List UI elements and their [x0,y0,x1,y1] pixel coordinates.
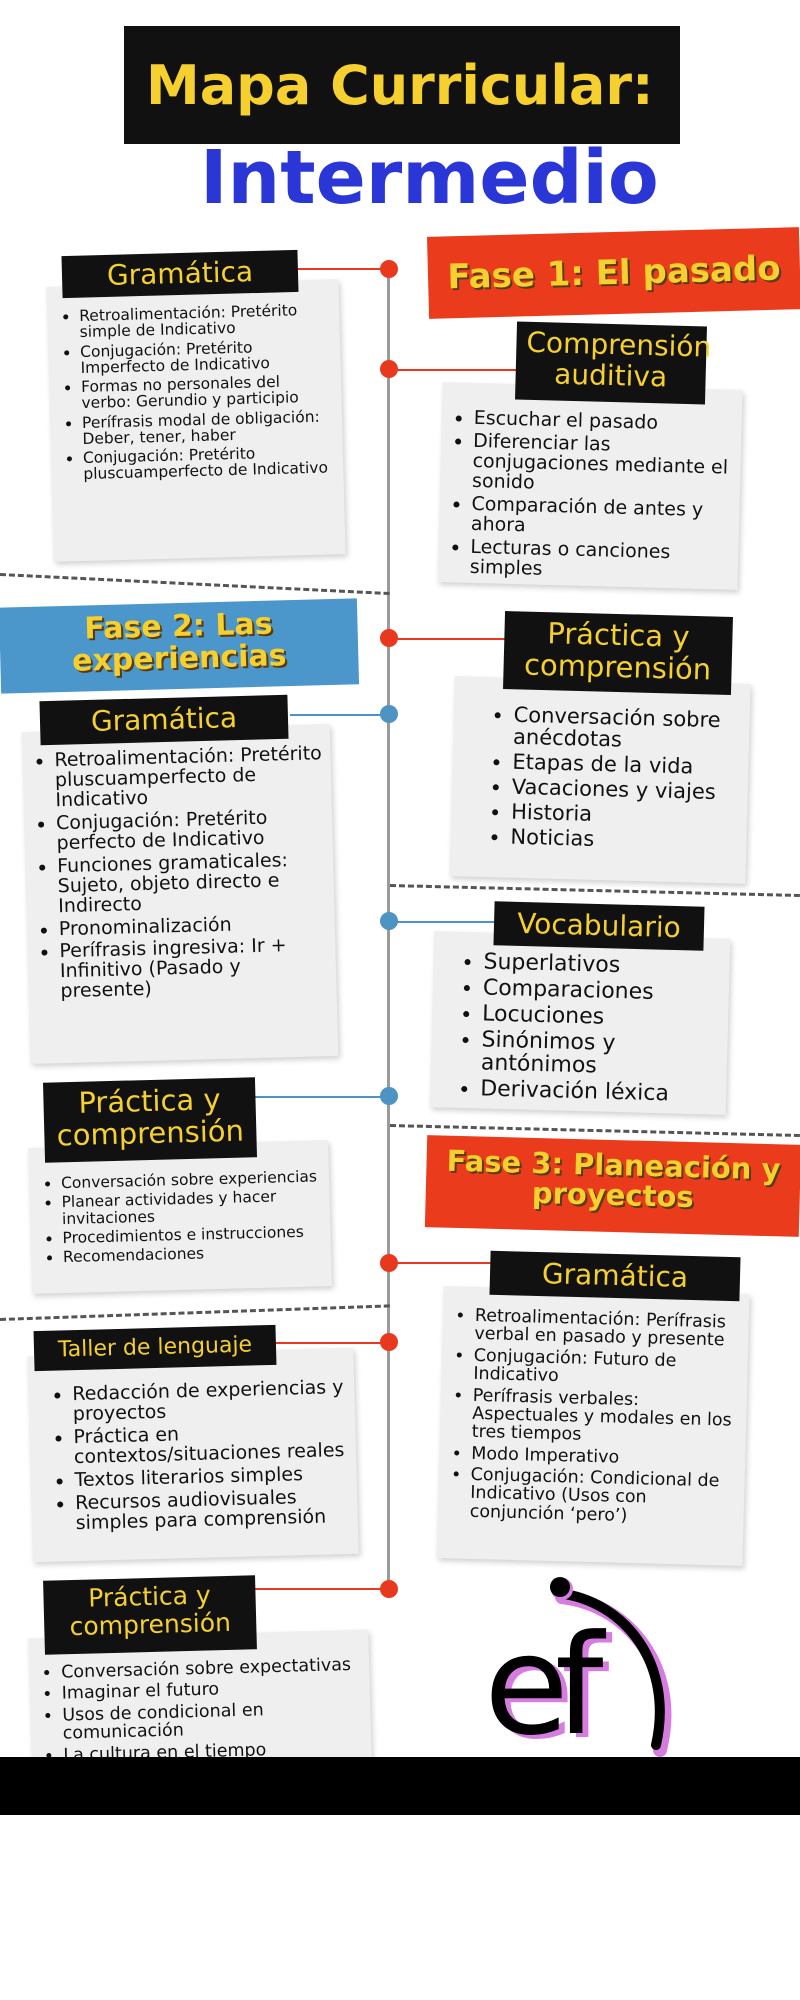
phase-separator [0,1304,390,1321]
list-item: Conversación sobre anécdotas [513,703,742,754]
list-item: Noticias [510,825,738,854]
page-title: Mapa Curricular: [124,26,680,144]
connector [388,369,518,371]
f2-practice-right-label: Práctica y comprensión [503,611,733,695]
list-item: Retroalimentación: Pretérito simple de I… [79,301,332,341]
f2-vocabulary-card: Superlativos Comparaciones Locuciones Si… [429,931,731,1115]
logo-arc-icon [550,1577,672,1757]
list-item: Comparaciones [483,976,722,1006]
f3-practice-label: Práctica y comprensión [43,1575,257,1655]
list-item: Comparación de antes y ahora [471,493,732,542]
timeline-dot [380,1254,398,1272]
f1-listening-card: Escuchar el pasado Diferenciar las conju… [437,382,743,590]
f1-listening-label-text: Comprensión auditiva [526,325,712,394]
timeline-dot [380,1087,398,1105]
list-item: Derivación léxica [480,1077,719,1107]
logo-text: ef [484,1605,603,1766]
f2-grammar-card: Retroalimentación: Pretérito pluscuamper… [21,724,339,1064]
timeline-dot [380,1580,398,1598]
list-item: Planear actividades y hacer invitaciones [61,1188,322,1228]
f2-practice-left-card: Conversación sobre experiencias Planear … [28,1140,332,1294]
ef-logo: ef [480,1575,700,1775]
connector [388,921,498,923]
list-item: Etapas de la vida [512,750,740,779]
connector [275,1342,388,1344]
page-subtitle: Intermedio [200,135,659,221]
list-item: Conjugación: Condicional de Indicativo (… [469,1465,736,1528]
list-item: Sinónimos y antónimos [481,1028,720,1081]
list-item: Retroalimentación: Pretérito pluscuamper… [54,742,323,811]
list-item: Conjugación: Pretérito perfecto de Indic… [56,807,325,854]
phase-separator [389,884,800,898]
list-item: Funciones gramaticales: Sujeto, objeto d… [57,849,326,917]
f3-workshop-card: Redacción de experiencias y proyectos Pr… [27,1347,359,1563]
timeline-dot [380,629,398,647]
f2-practice-right-card: Conversación sobre anécdotas Etapas de l… [449,676,751,884]
f2-practice-right-label-text: Práctica y comprensión [523,616,712,687]
list-item: Retroalimentación: Perífrasis verbal en … [474,1306,741,1351]
connector [225,1096,388,1098]
connector [388,638,558,640]
f2-vocabulary-label: Vocabulario [493,901,705,951]
list-item: Redacción de experiencias y proyectos [72,1376,347,1425]
list-item: Conjugación: Pretérito Imperfecto de Ind… [80,337,333,377]
list-item: Conjugación: Futuro de Indicativo [473,1346,740,1391]
list-item: Recursos audiovisuales simples para comp… [75,1486,350,1534]
timeline-dot [380,912,398,930]
f2-practice-left-label-text: Práctica y comprensión [56,1082,245,1153]
timeline-dot [380,1333,398,1351]
list-item: Vacaciones y viajes [511,775,740,804]
timeline-dot [380,705,398,723]
f1-listening-label: Comprensión auditiva [515,321,712,405]
list-item: Perífrasis verbales: Aspectuales y modal… [472,1385,739,1448]
list-item: Perífrasis modal de obligación: Deber, t… [82,407,335,447]
connector [388,1262,498,1264]
f3-workshop-label: Taller de lenguaje [33,1324,277,1372]
f1-grammar-card: Retroalimentación: Pretérito simple de I… [46,279,346,562]
list-item: Usos de condicional en comunicación [62,1699,363,1744]
phase-3-label: Fase 3: Planeación y proyectos [446,1143,781,1215]
f1-grammar-label: Gramática [61,249,299,299]
list-item: Diferenciar las conjugaciones mediante e… [472,430,733,499]
f3-practice-label-text: Práctica y comprensión [69,1580,232,1641]
list-item: Lecturas o canciones simples [470,536,731,585]
phase-separator [0,573,390,596]
timeline-dot [380,360,398,378]
connector [225,1588,388,1590]
list-item: Pronominalización [59,913,327,940]
f3-grammar-label: Gramática [489,1250,741,1302]
list-item: Locuciones [482,1002,721,1032]
timeline-dot [380,260,398,278]
list-item: Historia [511,800,739,829]
list-item: Conjugación: Pretérito pluscuamperfecto … [83,444,336,484]
connector [295,268,387,270]
phase-2-label: Fase 2: Las experiencias [71,606,287,679]
footer-bar [0,1757,800,1815]
phase-2-banner: Fase 2: Las experiencias [0,598,360,694]
connector [290,714,388,716]
f3-grammar-card: Retroalimentación: Perífrasis verbal en … [436,1286,750,1566]
list-item: Perífrasis ingresiva: Ir + Infinitivo (P… [59,935,328,1003]
list-item: Práctica en contextos/situaciones reales [73,1421,348,1468]
phase-3-banner: Fase 3: Planeación y proyectos [424,1135,800,1237]
phase-1-banner: Fase 1: El pasado [426,227,800,319]
list-item: Superlativos [483,949,722,979]
list-item: Formas no personales del verbo: Gerundio… [81,372,334,412]
f2-grammar-label: Gramática [39,694,289,746]
f2-practice-left-label: Práctica y comprensión [42,1077,258,1163]
